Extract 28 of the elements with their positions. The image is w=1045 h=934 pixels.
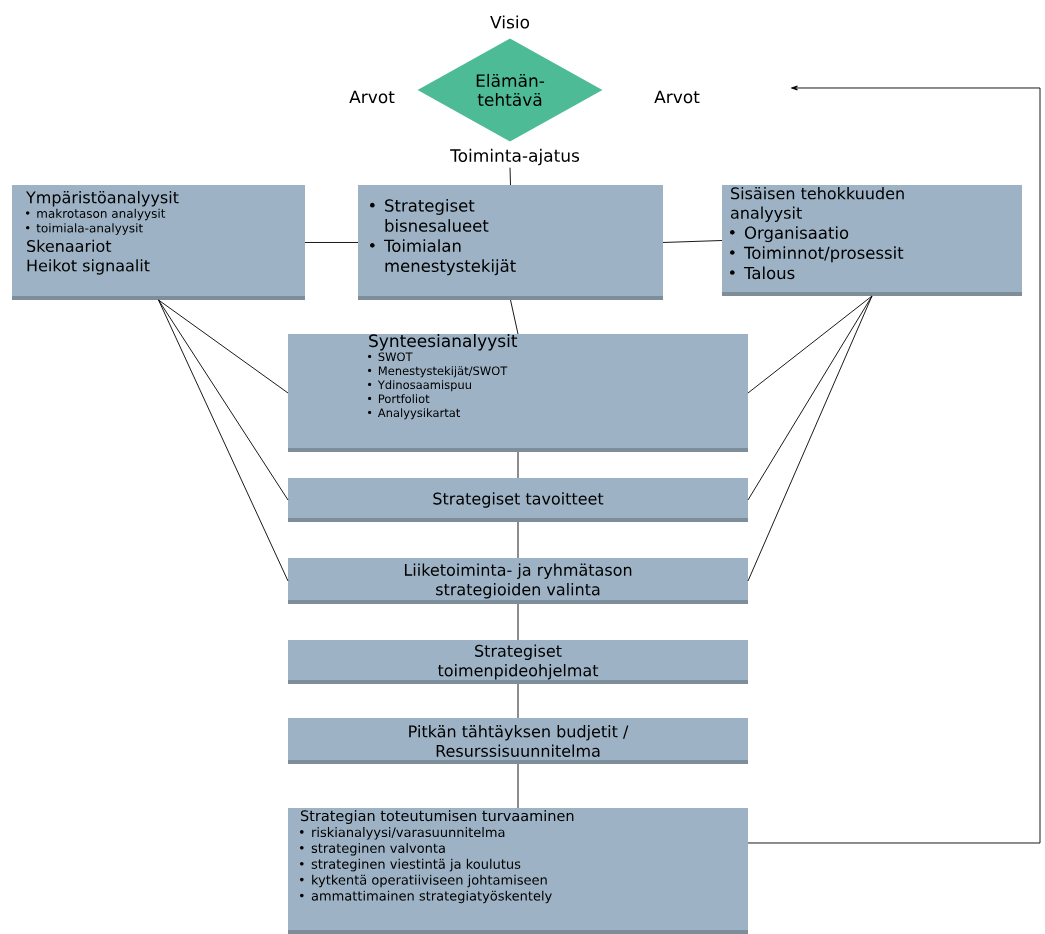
connector-line: [662, 240, 723, 243]
connector-line: [517, 521, 519, 559]
node-label: Visio: [490, 15, 530, 29]
connector-line: [517, 603, 519, 641]
node-label: Arvot: [349, 90, 395, 104]
process-box: Strategiset toimenpideohjelmat: [288, 640, 748, 684]
node-label: Toiminta-ajatus: [450, 148, 580, 166]
connector-line: [510, 299, 519, 335]
process-box: Strategiset bisnesalueet Toimialan menestystekijät: [358, 185, 663, 300]
process-box: Liiketoiminta- ja ryhmätason strategioiden valinta: [288, 558, 748, 604]
connector-line: [158, 299, 289, 394]
process-box: Ympäristöanalyysit makrotason analyysit toimiala-analyysit Skenaariot Heikot signaalit: [12, 185, 305, 300]
process-box: Pitkän tähtäyksen budjetit / Resurssisuunnitelma: [288, 718, 748, 764]
process-box: Strategiset tavoitteet: [288, 478, 748, 522]
connector-line: [158, 299, 289, 501]
connector-line: [517, 683, 519, 719]
process-box: Synteesianalyysit SWOT Menestystekijät/SWOT Ydinosaamispuu Portfoliot Analyysikartat: [288, 334, 748, 452]
connector-line: [747, 295, 873, 394]
connector-line: [747, 295, 873, 582]
process-box: Strategian toteutumisen turvaaminen riskianalyysi/varasuunnitelma strateginen valvonta strateginen viestintä ja koulutus kytkentä operatiiviseen johtamiseen ammattimainen strategiatyöskentely: [288, 808, 748, 934]
connector-line: [158, 299, 289, 582]
connector-line: [747, 85, 1041, 844]
connector-line: [304, 242, 359, 243]
node-label: Arvot: [654, 90, 700, 104]
process-box: Sisäisen tehokkuuden analyysit Organisaatio Toiminnot/prosessit Talous: [722, 185, 1022, 296]
connector-line: [747, 295, 873, 501]
connector-line: [517, 451, 519, 479]
connector-line: [517, 763, 519, 809]
